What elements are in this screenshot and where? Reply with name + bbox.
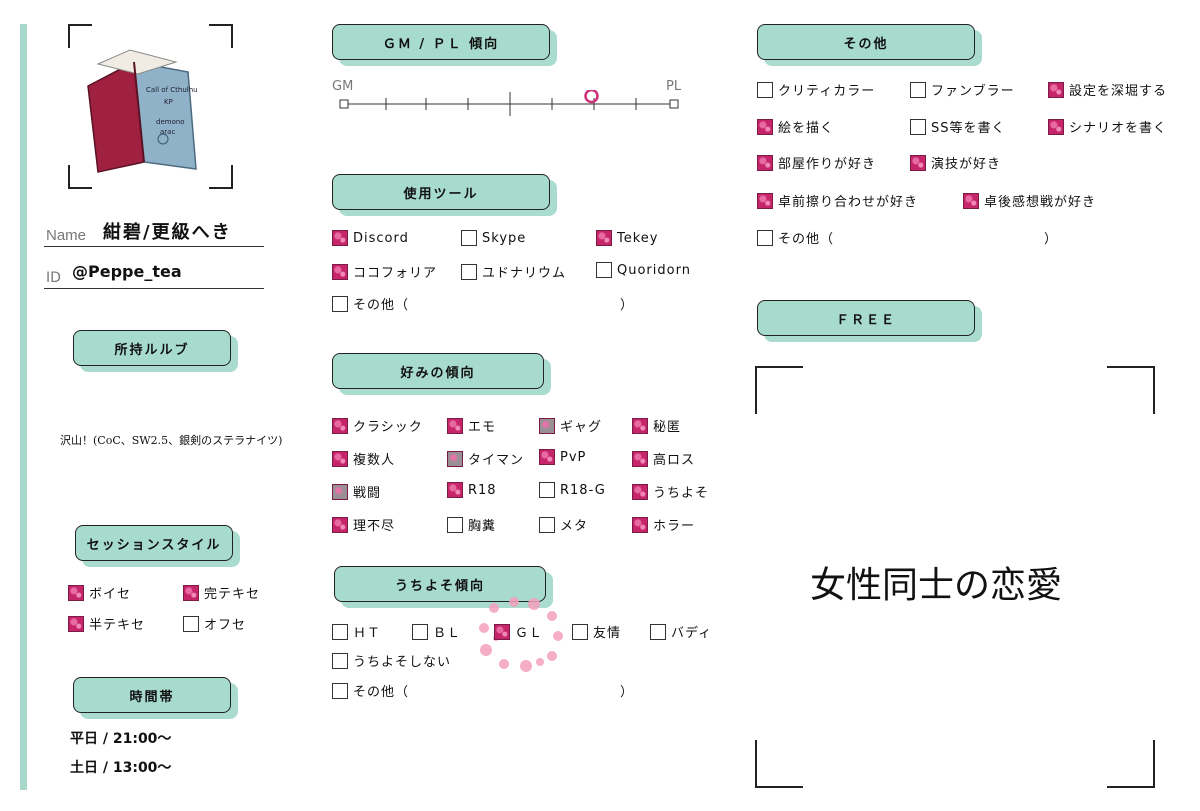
tool-cocofolia-checkbox[interactable]: ココフォリア [332,262,437,281]
tool-other-checkbox[interactable]: その他（ [332,294,409,313]
tool-udonarium-checkbox[interactable]: ユドナリウム [461,262,566,281]
pref-uchiyoso-checkbox[interactable]: うちよそ [632,482,709,501]
pref-disturbing-checkbox[interactable]: 胸糞 [447,515,496,534]
tool-quoridorn-checkbox[interactable]: Quoridorn [596,262,691,278]
uchiyoso-title: うちよそ傾向 [334,566,546,602]
prefs-header: 好みの傾向 [332,353,551,395]
other-acting-checkbox[interactable]: 演技が好き [910,153,1001,172]
other-draw-checkbox[interactable]: 絵を描く [757,117,834,136]
time-header: 時間帯 [73,677,238,719]
others-header: その他 [757,24,982,66]
pref-unreasonable-checkbox[interactable]: 理不尽 [332,515,395,534]
book-author-2: arac [160,128,176,136]
prefs-title: 好みの傾向 [332,353,544,389]
other-other-checkbox[interactable]: その他（ [757,228,834,247]
other-room-checkbox[interactable]: 部屋作りが好き [757,153,876,172]
uchiyoso-gl-checkbox[interactable]: ＧＬ [494,622,543,641]
tool-skype-checkbox[interactable]: Skype [461,230,526,246]
name-value: 紺碧/更級へき [103,222,232,243]
left-accent-rail [20,24,27,790]
id-underline [44,288,264,289]
book-author-1: demono [156,118,185,126]
gm-label: GM [332,79,354,94]
other-fumble-checkbox[interactable]: ファンブラー [910,80,1015,99]
session-style-title: セッションスタイル [75,525,233,561]
tool-other-close: ） [620,298,634,313]
pref-horror-checkbox[interactable]: ホラー [632,515,695,534]
book-title-1: Call of Cthulhu [146,86,198,94]
uchiyoso-buddy-checkbox[interactable]: バディ [650,622,712,641]
session-full-text-checkbox[interactable]: 完テキセ [183,583,260,602]
pref-gag-checkbox[interactable]: ギャグ [539,416,602,435]
time-title: 時間帯 [73,677,231,713]
pref-high-loss-checkbox[interactable]: 高ロス [632,449,695,468]
uchiyoso-other-close: ） [620,685,634,700]
other-other-close: ） [1044,232,1058,247]
rules-title: 所持ルルブ [73,330,231,366]
name-underline [44,246,264,247]
pl-label: PL [666,79,682,94]
id-label: ID [46,270,61,286]
rules-text: 沢山！(CoC、SW2.5、銀剣のステラナイツ) [60,434,283,447]
other-pre-session-checkbox[interactable]: 卓前擦り合わせが好き [757,191,918,210]
pref-emo-checkbox[interactable]: エモ [447,416,496,435]
uchiyoso-none-checkbox[interactable]: うちよそしない [332,651,451,670]
other-post-session-checkbox[interactable]: 卓後感想戦が好き [963,191,1096,210]
book-icon [87,49,197,173]
uchiyoso-bl-checkbox[interactable]: ＢＬ [412,622,461,641]
tools-header: 使用ツール [332,174,557,216]
others-title: その他 [757,24,975,60]
free-text: 女性同士の恋愛 [810,565,1063,606]
gmpl-position-marker[interactable] [584,90,599,104]
rules-header: 所持ルルブ [73,330,238,372]
other-deep-setting-checkbox[interactable]: 設定を深堀する [1048,80,1167,99]
other-critical-checkbox[interactable]: クリティカラー [757,80,875,99]
uchiyoso-header: うちよそ傾向 [334,566,553,608]
free-title: ＦＲＥＥ [757,300,975,336]
tools-title: 使用ツール [332,174,550,210]
pref-r18-checkbox[interactable]: R18 [447,482,497,498]
pref-battle-checkbox[interactable]: 戦闘 [332,482,381,501]
session-half-text-checkbox[interactable]: 半テキセ [68,614,145,633]
pref-classic-checkbox[interactable]: クラシック [332,416,423,435]
pref-secret-checkbox[interactable]: 秘匿 [632,416,681,435]
gmpl-slider[interactable] [336,90,686,120]
pref-multi-checkbox[interactable]: 複数人 [332,449,395,468]
uchiyoso-other-checkbox[interactable]: その他（ [332,681,409,700]
session-offline-checkbox[interactable]: オフセ [183,614,246,633]
weekday-time: 平日 / 21:00〜 [70,731,172,747]
other-scenario-checkbox[interactable]: シナリオを書く [1048,117,1167,136]
session-style-header: セッションスタイル [75,525,240,567]
uchiyoso-ht-checkbox[interactable]: ＨＴ [332,622,381,641]
gmpl-title: ＧＭ / ＰＬ 傾向 [332,24,550,60]
tool-discord-checkbox[interactable]: Discord [332,230,409,246]
tool-tekey-checkbox[interactable]: Tekey [596,230,659,246]
gmpl-header: ＧＭ / ＰＬ 傾向 [332,24,557,66]
free-header: ＦＲＥＥ [757,300,982,342]
free-frame [755,366,1155,788]
session-voice-checkbox[interactable]: ボイセ [68,583,131,602]
uchiyoso-friendship-checkbox[interactable]: 友情 [572,622,621,641]
hearts-decoration-icon [479,597,563,672]
pref-r18g-checkbox[interactable]: R18-G [539,482,606,498]
other-ss-checkbox[interactable]: SS等を書く [910,117,1006,136]
avatar-frame: Call of Cthulhu KP demono arac [68,24,233,189]
holiday-time: 土日 / 13:00〜 [70,760,172,776]
pref-pvp-checkbox[interactable]: PvP [539,449,586,465]
pref-meta-checkbox[interactable]: メタ [539,515,588,534]
name-label: Name [46,227,87,244]
book-title-2: KP [164,98,173,106]
pref-taiman-checkbox[interactable]: タイマン [447,449,524,468]
id-value: @Peppe_tea [72,262,182,281]
